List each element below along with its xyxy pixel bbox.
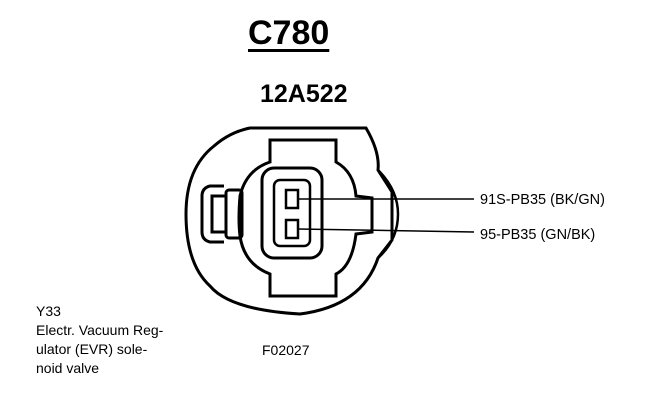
connector-housing-bulge <box>377 169 400 259</box>
locking-latch-inner <box>224 188 244 240</box>
component-description-line: ulator (EVR) sole- <box>36 341 148 357</box>
component-description-line: Electr. Vacuum Reg- <box>36 322 164 338</box>
pin-label-1: 91S-PB35 (BK/GN) <box>480 192 605 208</box>
terminal-cavity <box>260 166 324 260</box>
figure-code: F02027 <box>262 342 310 358</box>
pin-slot-2 <box>284 218 300 240</box>
connector-housing-outline <box>184 126 394 316</box>
pin-slot-1 <box>284 188 300 210</box>
connector-inner-body <box>237 138 374 298</box>
component-description: Electr. Vacuum Reg- ulator (EVR) sole- n… <box>36 321 163 378</box>
component-id: Y33 <box>36 303 61 319</box>
connector-part-number: 12A522 <box>260 80 348 108</box>
locking-latch-tab <box>210 194 228 234</box>
component-description-line: noid valve <box>36 360 100 376</box>
locking-latch <box>200 184 224 244</box>
pin-label-2: 95-PB35 (GN/BK) <box>480 227 596 243</box>
pin-leader-line-2 <box>297 228 475 233</box>
connector-id: C780 <box>248 14 330 52</box>
terminal-cavity-inner <box>272 178 312 248</box>
